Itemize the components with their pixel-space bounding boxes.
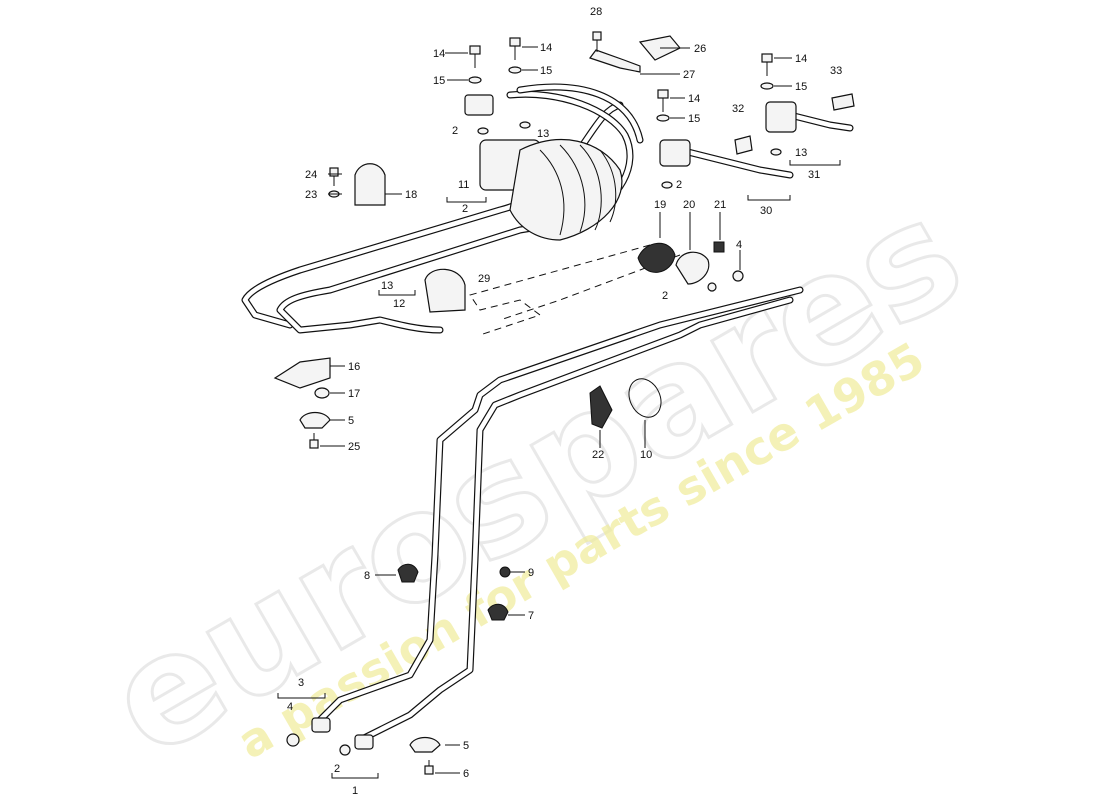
callout-label: 15 bbox=[688, 113, 700, 125]
washer-15-c-icon bbox=[656, 114, 670, 122]
callout-label: 14 bbox=[540, 42, 552, 54]
bolt-28-icon bbox=[592, 31, 602, 52]
washer-15-a-icon bbox=[468, 76, 482, 84]
compressor bbox=[479, 139, 623, 241]
callout-label: 2 bbox=[662, 290, 668, 302]
o-ring-13-a-icon bbox=[519, 121, 531, 129]
callout-label: 15 bbox=[795, 81, 807, 93]
bolt-14-d-icon bbox=[761, 53, 773, 76]
callout-label: 20 bbox=[683, 199, 695, 211]
callout-label: 25 bbox=[348, 441, 360, 453]
fitting-block-right-a bbox=[659, 139, 691, 167]
screw-24-icon bbox=[329, 167, 339, 186]
clamp-18-icon bbox=[354, 163, 386, 206]
o-ring-2-b-icon bbox=[661, 181, 673, 189]
callout-label: 4 bbox=[736, 239, 742, 251]
callout-label: 17 bbox=[348, 388, 360, 400]
ring-2-d-icon bbox=[339, 744, 351, 756]
callout-label: 32 bbox=[732, 103, 744, 115]
fitting-33-icon bbox=[831, 93, 855, 111]
callout-label: 2 bbox=[334, 763, 340, 775]
callout-label: 16 bbox=[348, 361, 360, 373]
callout-label: 13 bbox=[795, 147, 807, 159]
bushing-17-icon bbox=[314, 387, 330, 399]
fitting-1-icon bbox=[354, 734, 374, 750]
bolt-14-c-icon bbox=[657, 89, 669, 112]
callout-label: 14 bbox=[433, 48, 445, 60]
callout-label: 27 bbox=[683, 69, 695, 81]
fitting-3-icon bbox=[311, 717, 331, 733]
dashed-lines bbox=[469, 244, 681, 336]
leader-lines bbox=[320, 46, 792, 774]
bracket-27-icon bbox=[589, 49, 641, 73]
hose-clamp-10-icon bbox=[628, 378, 662, 418]
callout-label: 2 bbox=[676, 179, 682, 191]
callout-label: 1 bbox=[352, 785, 358, 797]
callout-label: 2 bbox=[452, 125, 458, 137]
screw-6-icon bbox=[424, 760, 434, 775]
fitting-block-right-b bbox=[765, 101, 797, 133]
clip-5-a-icon bbox=[299, 411, 331, 429]
callout-label: 31 bbox=[808, 169, 820, 181]
callout-label: 4 bbox=[287, 701, 293, 713]
callout-label: 30 bbox=[760, 205, 772, 217]
grommet-22-icon bbox=[589, 385, 613, 429]
o-ring-2-a-icon bbox=[477, 127, 489, 135]
callout-label: 15 bbox=[540, 65, 552, 77]
bolt-14-b-icon bbox=[509, 37, 521, 60]
fitting-32-icon bbox=[734, 135, 753, 155]
clamp-29-icon bbox=[424, 268, 466, 313]
callout-label: 28 bbox=[590, 6, 602, 18]
callout-label: 6 bbox=[463, 768, 469, 780]
small-parts bbox=[273, 31, 855, 775]
group-brackets bbox=[277, 160, 841, 779]
callout-label: 24 bbox=[305, 169, 317, 181]
callout-label: 22 bbox=[592, 449, 604, 461]
plug-9-icon bbox=[499, 566, 511, 578]
bracket-16-icon bbox=[273, 357, 331, 389]
callouts: 28 14 26 27 15 14 15 2 13 14 15 32 33 14… bbox=[287, 6, 842, 797]
fitting-block-left bbox=[464, 94, 494, 116]
callout-label: 14 bbox=[688, 93, 700, 105]
plate-20-icon bbox=[675, 251, 710, 285]
ring-4-icon bbox=[732, 270, 744, 282]
callout-label: 7 bbox=[528, 610, 534, 622]
callout-label: 5 bbox=[463, 740, 469, 752]
callout-label: 10 bbox=[640, 449, 652, 461]
bolt-14-a-icon bbox=[469, 45, 481, 68]
callout-label: 12 bbox=[393, 298, 405, 310]
callout-label: 13 bbox=[537, 128, 549, 140]
callout-label: 23 bbox=[305, 189, 317, 201]
clip-7-icon bbox=[487, 603, 509, 621]
callout-label: 5 bbox=[348, 415, 354, 427]
o-ring-13-b-icon bbox=[770, 148, 782, 156]
watermark-brand: eurospares bbox=[81, 166, 989, 791]
grommet-19-icon bbox=[637, 242, 676, 273]
callout-label: 13 bbox=[381, 280, 393, 292]
callout-label: 8 bbox=[364, 570, 370, 582]
screw-25-icon bbox=[309, 433, 319, 449]
nut-21-icon bbox=[713, 241, 725, 253]
callout-label: 11 bbox=[458, 179, 469, 191]
callout-label: 2 bbox=[462, 203, 468, 215]
callout-label: 9 bbox=[528, 567, 534, 579]
clip-5-b-icon bbox=[409, 736, 441, 753]
callout-label: 29 bbox=[478, 273, 490, 285]
clip-8-icon bbox=[397, 563, 419, 583]
callout-label: 3 bbox=[298, 677, 304, 689]
callout-label: 19 bbox=[654, 199, 666, 211]
ring-2-c-icon bbox=[707, 282, 717, 292]
watermark: eurospares a passion for parts since 198… bbox=[80, 165, 991, 793]
callout-label: 21 bbox=[714, 199, 726, 211]
ring-4-b-icon bbox=[286, 733, 300, 747]
callout-label: 18 bbox=[405, 189, 417, 201]
washer-15-b-icon bbox=[508, 66, 522, 74]
callout-label: 15 bbox=[433, 75, 445, 87]
callout-label: 14 bbox=[795, 53, 807, 65]
washer-15-d-icon bbox=[760, 82, 774, 90]
callout-label: 33 bbox=[830, 65, 842, 77]
callout-label: 26 bbox=[694, 43, 706, 55]
